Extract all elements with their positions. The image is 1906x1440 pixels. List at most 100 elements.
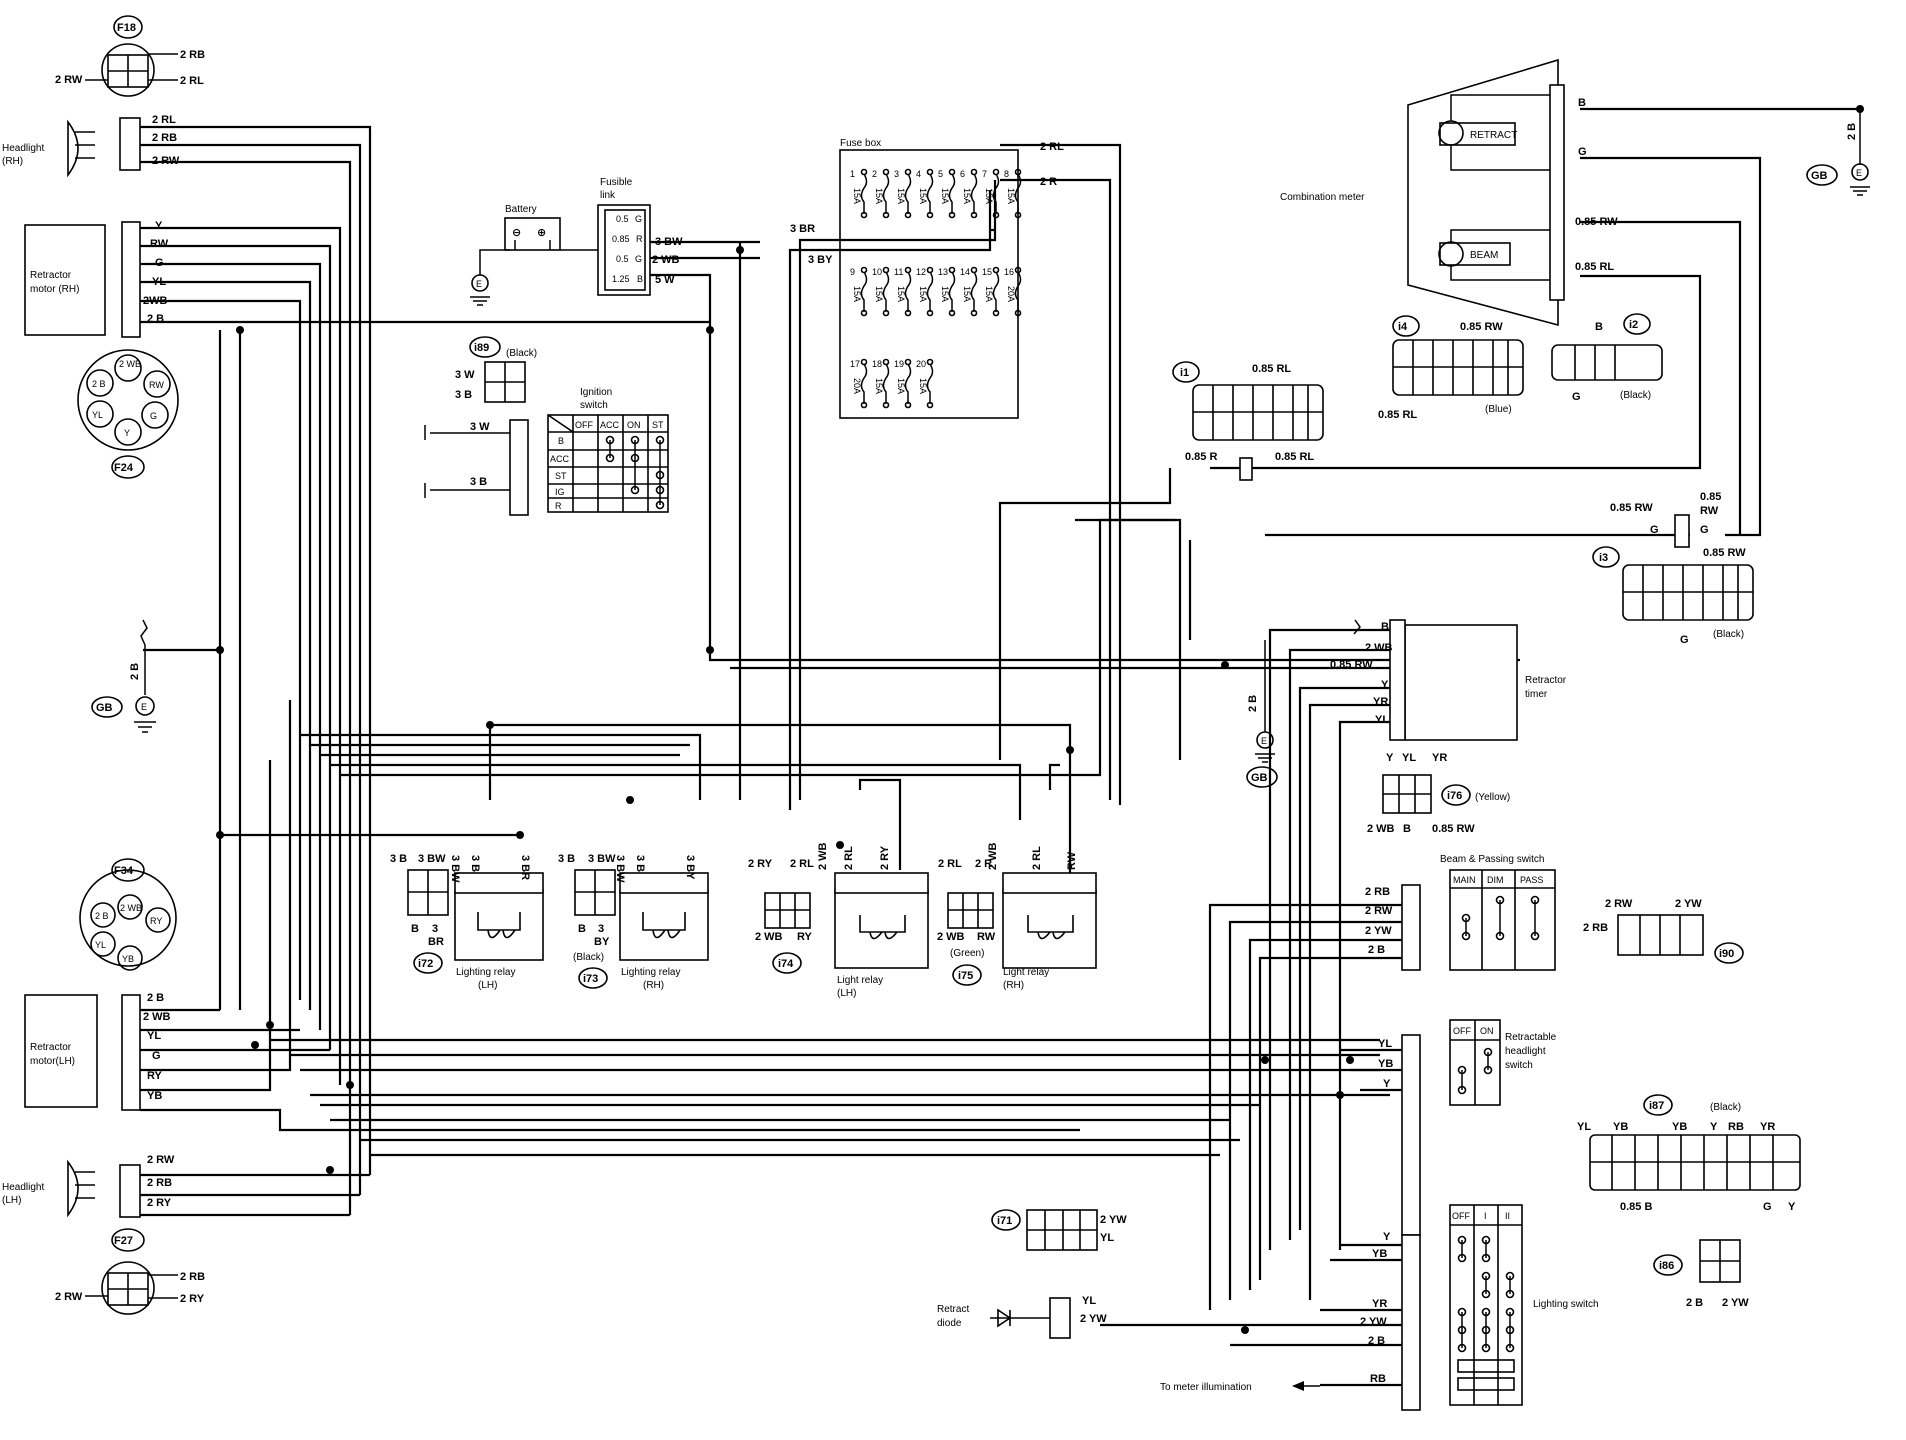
i73-pin-3: B (578, 923, 586, 935)
svg-text:G: G (635, 254, 642, 264)
fuse-box-wire-by: 3 BY (808, 254, 833, 266)
connector-i76: Y YL YR i76 (Yellow) 2 WB B 0.85 RW (1367, 752, 1510, 835)
beam-col-pass: PASS (1520, 875, 1543, 885)
fuse-number: 8 (1004, 169, 1009, 179)
fuse-element (882, 363, 890, 404)
fuse-rating: 15A (852, 286, 862, 302)
fuse-element (948, 271, 956, 312)
f18-pin-rw: 2 RW (55, 74, 83, 86)
i76-pin-yl: YL (1402, 752, 1416, 764)
lighting-relay-rh-wire-1: 3 BW (614, 855, 626, 883)
junction-g-left2: G (1650, 524, 1659, 536)
timer-wire-2: 2 WB (1365, 642, 1393, 654)
fuse-terminal (904, 358, 912, 366)
headlight-lh: Headlight (LH) 2 RW 2 RB 2 RY (2, 1154, 175, 1218)
retractor-timer-label-2: timer (1525, 689, 1548, 700)
retractor-rh-label-1: Retractor (30, 270, 72, 281)
fuse-rating: 15A (984, 188, 994, 204)
connector-f18: F18 2 RB 2 RW 2 RL (55, 15, 205, 97)
light-relay-rh-label-1: Light relay (1003, 967, 1049, 978)
fuse-element (970, 173, 978, 214)
retractor-lh-wire-1: 2 B (147, 992, 164, 1004)
retract-diode-label-2: diode (937, 1318, 962, 1329)
connector-i73: 3 B 3 BW B 3 BY (Black) i73 (558, 853, 616, 989)
fuse-rating: 15A (984, 286, 994, 302)
lighting-col-off: OFF (1452, 1211, 1470, 1221)
lighting-switch-label: Lighting switch (1533, 1299, 1599, 1310)
retractor-motor-rh: Retractor motor (RH) Y RW G YL 2WB 2 B (24, 220, 169, 338)
i90-pin-rw: 2 RW (1605, 898, 1633, 910)
retractable-wire-yl: YL (1378, 1038, 1392, 1050)
connector-f27: F27 2 RB 2 RW 2 RY (55, 1228, 205, 1315)
i76-pin-085rw: 0.85 RW (1432, 823, 1475, 835)
lighting-relay-lh-wire-3: 3 BR (519, 855, 531, 880)
connector-f27-id: F27 (114, 1235, 133, 1247)
fuse-terminal (860, 358, 868, 366)
fuse-box-wire-br: 3 BR (790, 223, 815, 235)
fuse-rating: 15A (852, 188, 862, 204)
light-relay-rh-wire-3: RW (1066, 851, 1078, 870)
fuse-number: 10 (872, 267, 882, 277)
fuse-rating: 15A (874, 188, 884, 204)
headlight-lh-label-1: Headlight (2, 1182, 44, 1193)
connector-i71-id: i71 (997, 1215, 1012, 1227)
meter-illumination-label: To meter illumination (1160, 1382, 1252, 1393)
i74-pin-2: 2 RL (790, 858, 814, 870)
fuse-element (904, 173, 912, 214)
i90-pin-yw: 2 YW (1675, 898, 1702, 910)
svg-text:0.85: 0.85 (612, 234, 630, 244)
lighting-relay-rh: 3 BW 3 B 3 BY Lighting relay (RH) (614, 855, 709, 991)
i87-pin-2: YB (1613, 1121, 1628, 1133)
i86-pin-1: 2 B (1686, 1297, 1703, 1309)
i89-note: (Black) (506, 348, 537, 359)
beam-wire-3: 2 YW (1365, 925, 1392, 937)
fuse-number: 2 (872, 169, 877, 179)
ignition-switch: Ignition switch 3 W 3 B OFF ACC ON ST B … (424, 387, 669, 516)
fuse-rating: 15A (874, 378, 884, 394)
retractor-rh-wire-3: G (155, 257, 164, 269)
timer-wire-5: YR (1373, 696, 1388, 708)
i3-pin-1: 0.85 RW (1703, 547, 1746, 559)
fuse-terminal (926, 211, 934, 219)
junction-085-left: 0.85 R (1185, 451, 1217, 463)
svg-text:0.5: 0.5 (616, 254, 629, 264)
connector-f18-id: F18 (117, 22, 136, 34)
fusible-link-label-1: Fusible (600, 177, 633, 188)
fuse-element (904, 363, 912, 404)
lighting-wire-y: Y (1383, 1231, 1391, 1243)
fuse-rating: 15A (940, 188, 950, 204)
beam-col-dim: DIM (1487, 875, 1504, 885)
fuse-terminal (1014, 266, 1022, 274)
fuse-terminal (970, 266, 978, 274)
beam-wire-4: 2 B (1368, 944, 1385, 956)
fuse-terminal (970, 168, 978, 176)
fuse-terminal (926, 168, 934, 176)
connector-i90: 2 RW 2 YW 2 RB i90 (1583, 898, 1744, 964)
combination-meter: Combination meter RETRACT BEAM B G 0.85 … (1280, 58, 1858, 327)
lighting-wire-yb: YB (1372, 1248, 1387, 1260)
lighting-relay-rh-label-1: Lighting relay (621, 967, 680, 978)
fuse-rating: 15A (918, 188, 928, 204)
fuse-terminal (882, 211, 890, 219)
lighting-switch: OFF I II Lighting switch Y YB YR 2 YW 2 … (1360, 1204, 1599, 1411)
i86-pin-2: 2 YW (1722, 1297, 1749, 1309)
f18-pin-rl: 2 RL (180, 75, 204, 87)
connector-i90-id: i90 (1719, 948, 1734, 960)
retract-diode-label-1: Retract (937, 1304, 969, 1315)
junction-g: 0.85 RW G 0.85 RW G (1610, 491, 1721, 548)
light-relay-lh-label-1: Light relay (837, 975, 883, 986)
i89-pin-2: 3 B (455, 389, 472, 401)
fuse-terminal (882, 401, 890, 409)
beam-col-main: MAIN (1453, 875, 1476, 885)
retractor-lh-wire-6: YB (147, 1090, 162, 1102)
f34-pin-3: YB (122, 954, 134, 964)
f34-pin-1: 2 WB (120, 903, 142, 913)
